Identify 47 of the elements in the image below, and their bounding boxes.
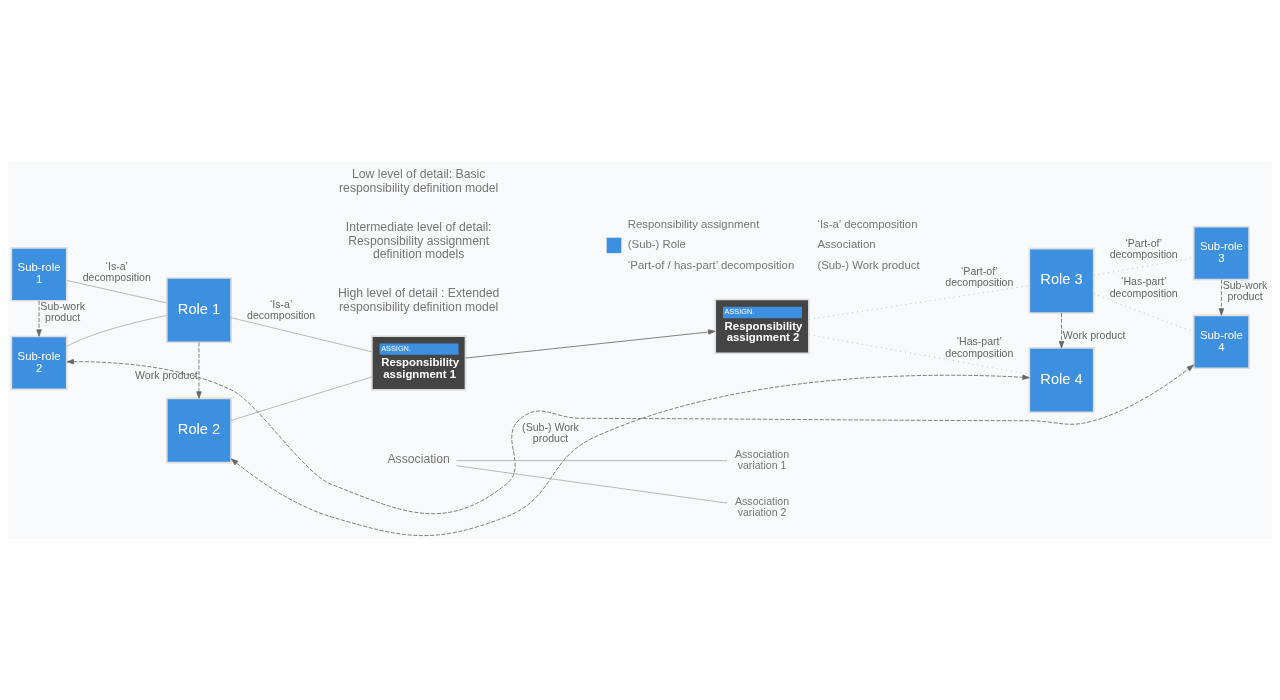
label: High level of detail : Extended responsibility definition model bbox=[338, 285, 500, 314]
node-box: Sub-role 3 bbox=[1192, 225, 1250, 280]
connector bbox=[455, 459, 728, 461]
node-text: Association variation 2 bbox=[735, 494, 790, 518]
node-box: Sub-role 2 bbox=[10, 335, 68, 390]
node-box: Role 1 bbox=[166, 276, 232, 343]
legend-label: Association bbox=[817, 237, 876, 250]
arrow bbox=[1058, 312, 1065, 348]
connector bbox=[66, 279, 168, 303]
legend-label: ‘Is-a’ decomposition bbox=[817, 217, 918, 230]
connector bbox=[230, 316, 372, 352]
connector bbox=[66, 314, 168, 347]
legend-label: (Sub-) Role bbox=[627, 237, 686, 250]
arrow bbox=[196, 341, 202, 399]
node-box: ASSIGN. Responsibility assignment 1 bbox=[371, 334, 467, 391]
edge-label: ‘Has-part’ decomposition bbox=[1109, 274, 1178, 299]
arrow bbox=[66, 358, 1194, 514]
node-box: Role 3 bbox=[1028, 247, 1095, 314]
node-box: Role 2 bbox=[166, 397, 232, 463]
label: Intermediate level of detail: Responsibility assignment definition models bbox=[345, 219, 492, 261]
node-box: ASSIGN. Responsibility assignment 2 bbox=[714, 298, 810, 354]
node-box: Sub-role 4 bbox=[1192, 314, 1250, 369]
arrow bbox=[465, 328, 716, 358]
edge-label: Work product bbox=[1062, 328, 1126, 341]
node-text: Association bbox=[387, 451, 450, 466]
edge-label: (Sub-) Work product bbox=[522, 420, 579, 444]
arrow bbox=[36, 300, 42, 337]
edge-label: ‘Part-of’ decomposition bbox=[1109, 236, 1178, 260]
arrow bbox=[230, 374, 1030, 536]
node-text: Association variation 1 bbox=[735, 447, 790, 471]
edge-label: Sub-work product bbox=[40, 299, 85, 323]
node-box: Sub-role 1 bbox=[10, 246, 68, 302]
label: Low level of detail: Basic responsibility definition model bbox=[339, 166, 499, 195]
connector bbox=[230, 376, 373, 421]
arrow bbox=[1218, 278, 1225, 316]
edge-label: ‘Is-a’ decomposition bbox=[247, 297, 316, 321]
edge-label: Work product bbox=[135, 368, 198, 381]
node-box: Role 4 bbox=[1028, 346, 1095, 413]
edge-label: Sub-work product bbox=[1222, 278, 1268, 302]
legend-label: (Sub-) Work product bbox=[817, 258, 920, 271]
edge-label: ‘Is-a’ decomposition bbox=[82, 259, 151, 283]
legend-label: ‘Part-of / has-part’ decomposition bbox=[627, 258, 795, 271]
connector bbox=[455, 464, 728, 503]
edge-label: ‘Has-part’ decomposition bbox=[945, 334, 1014, 359]
connector bbox=[808, 333, 1030, 375]
edge-label: ‘Part-of’ decomposition bbox=[945, 264, 1014, 288]
legend-label: Responsibility assignment bbox=[627, 217, 760, 230]
